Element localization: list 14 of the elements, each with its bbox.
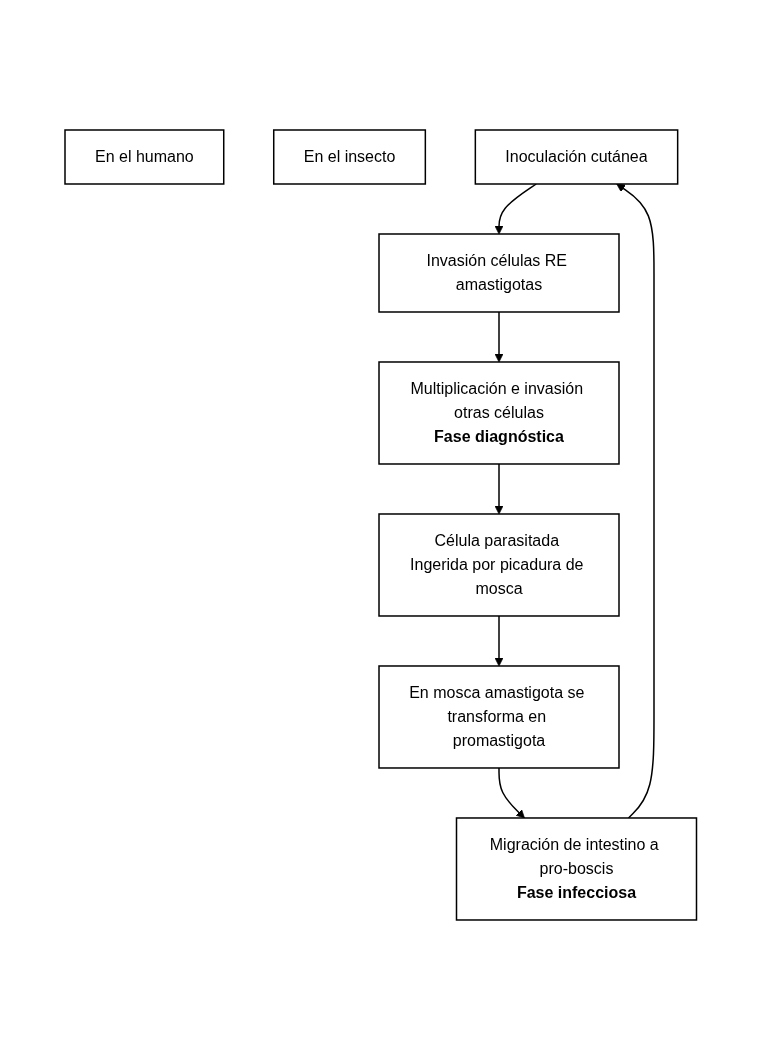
- arrow: [494, 310, 504, 362]
- node-box: Multiplicación e invasión otras células Fase diagnóstica: [378, 360, 620, 465]
- arrow: [494, 614, 504, 666]
- arrow: [494, 462, 504, 514]
- node-box: En el humano: [64, 128, 225, 185]
- node-box: Invasión células RE amastigotas: [378, 232, 620, 313]
- node-box: Migración de intestino a pro-boscis Fase infecciosa: [456, 816, 698, 921]
- arrow: [494, 182, 538, 234]
- node-box: En mosca amastigota se transforma en promastigota: [378, 664, 620, 769]
- node-box: En el insecto: [273, 128, 427, 185]
- arrow: [616, 183, 655, 819]
- arrow: [498, 766, 526, 818]
- node-box: Célula parasitada Ingerida por picadura de mosca: [378, 512, 620, 617]
- node-box: Inoculación cutánea: [474, 128, 679, 185]
